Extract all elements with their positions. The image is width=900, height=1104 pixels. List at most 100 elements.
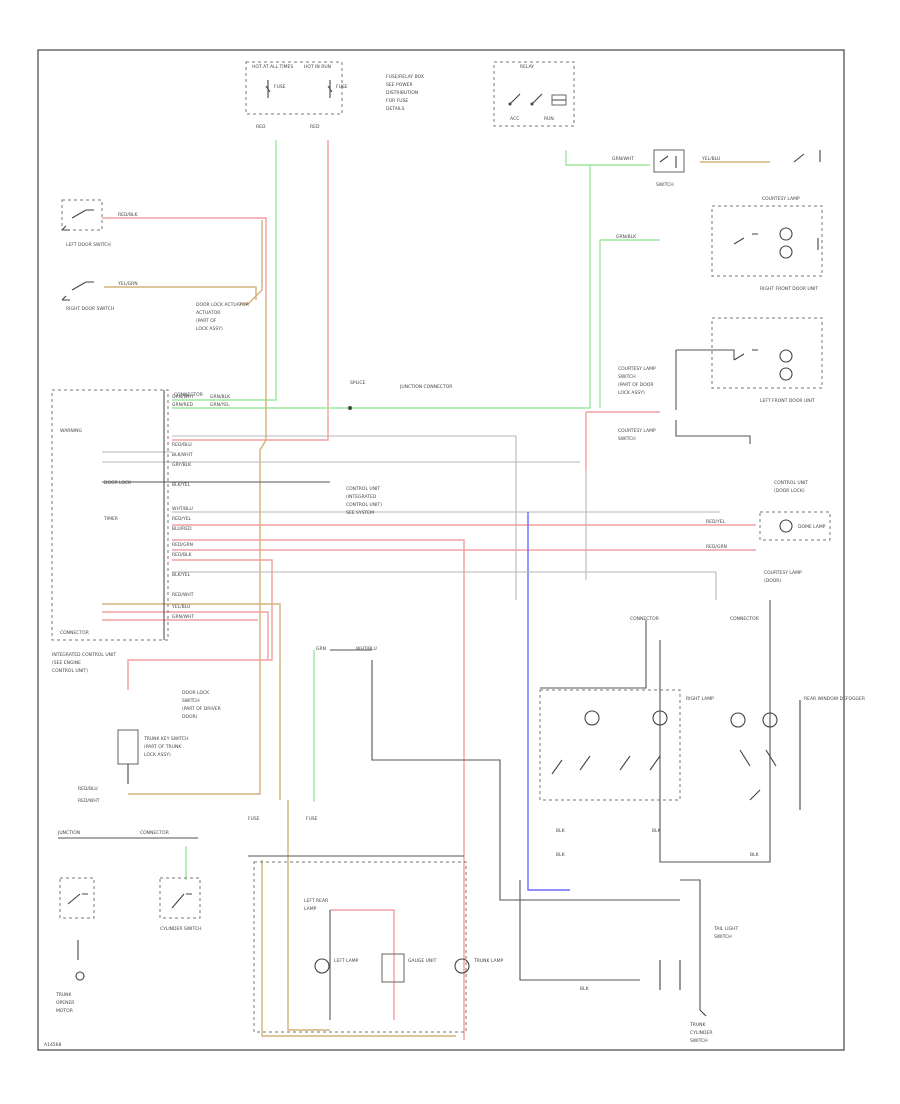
trunk-lamp-label: TRUNK LAMP: [473, 958, 503, 964]
svg-text:RED/GRN: RED/GRN: [172, 542, 193, 548]
svg-text:SWITCH: SWITCH: [656, 182, 674, 188]
svg-text:BLK/YEL: BLK/YEL: [172, 482, 191, 488]
cylinder-switch-label: CYLINDER SWITCH: [160, 926, 202, 932]
ground-and-dome: CONTROL UNIT (DOOR LOCK) DOME LAMP COURT…: [759, 480, 831, 584]
svg-text:LOCK ASSY): LOCK ASSY): [196, 326, 223, 332]
svg-text:(INTEGRATED: (INTEGRATED: [346, 494, 377, 500]
svg-text:BLK: BLK: [556, 828, 566, 834]
lamp-group: FUSE FUSE LEFT LAMP GAUGE UNIT TRUNK LAM…: [248, 816, 503, 1033]
svg-text:CYLINDER: CYLINDER: [690, 1030, 712, 1036]
rear-window-defogger-label: REAR WINDOW DEFOGGER: [804, 696, 865, 702]
control-unit-center: CONTROL UNIT (INTEGRATED CONTROL UNIT) S…: [346, 486, 382, 516]
door-lock-actuator-label: DOOR LOCK ACTUATOR: [196, 302, 249, 308]
svg-text:YEL/BLU: YEL/BLU: [171, 604, 190, 610]
integrated-control-unit: CONNECTOR WARNING DOOR LOCK TIMER CONNEC…: [51, 389, 203, 674]
svg-text:SEE SYSTEM: SEE SYSTEM: [346, 510, 374, 516]
svg-text:BLU/RED: BLU/RED: [172, 526, 192, 532]
gauge-unit-label: GAUGE UNIT: [408, 958, 437, 964]
svg-text:(PART OF: (PART OF: [196, 318, 217, 324]
svg-text:ACC: ACC: [510, 116, 519, 122]
svg-text:WHT/BLU: WHT/BLU: [172, 506, 193, 512]
svg-text:SWITCH: SWITCH: [690, 1038, 708, 1044]
relay-top: RELAY ACC RUN: [493, 61, 575, 127]
svg-text:RED/GRN: RED/GRN: [706, 544, 727, 550]
svg-text:CONNECTOR: CONNECTOR: [140, 830, 169, 836]
fuse-box-note-label: FUSE/RELAY BOX: [386, 74, 424, 80]
svg-text:(SEE ENGINE: (SEE ENGINE: [52, 660, 81, 666]
relay-top-label: RELAY: [520, 64, 534, 70]
svg-text:GRN/YEL: GRN/YEL: [210, 402, 230, 408]
svg-text:GRN/WHT: GRN/WHT: [172, 614, 194, 620]
svg-text:(PART OF TRUNK: (PART OF TRUNK: [144, 744, 182, 750]
svg-text:(DOOR LOCK): (DOOR LOCK): [774, 488, 805, 494]
svg-text:FUSE: FUSE: [336, 84, 348, 90]
svg-text:CONTROL UNIT): CONTROL UNIT): [346, 502, 382, 508]
svg-text:CONNECTOR: CONNECTOR: [630, 616, 659, 622]
courtesy-lamp: COURTESY LAMP SWITCH (PART OF DOOR LOCK …: [618, 366, 751, 444]
svg-text:BLK/YEL: BLK/YEL: [172, 572, 191, 578]
svg-text:RED: RED: [256, 124, 266, 130]
junction-connector-label: JUNCTION CONNECTOR: [399, 384, 452, 390]
svg-text:WHT/BLU: WHT/BLU: [356, 646, 377, 652]
svg-text:CONNECTOR: CONNECTOR: [730, 616, 759, 622]
svg-text:MOTOR: MOTOR: [56, 1008, 73, 1014]
svg-text:(PART OF DOOR: (PART OF DOOR: [618, 382, 653, 388]
svg-text:RUN: RUN: [544, 116, 554, 122]
svg-text:DISTRIBUTION: DISTRIBUTION: [386, 90, 418, 96]
switch-bottom-right: TAIL LIGHT SWITCH TRUNK CYLINDER SWITCH: [659, 879, 738, 1044]
right-door-switch: RIGHT DOOR SWITCH: [61, 281, 114, 312]
svg-text:ACTUATOR: ACTUATOR: [196, 310, 220, 316]
right-door-switch-label: RIGHT DOOR SWITCH: [66, 306, 114, 312]
diagram-frame: [37, 49, 845, 1051]
svg-text:SEE POWER: SEE POWER: [386, 82, 413, 88]
svg-text:CONTROL UNIT): CONTROL UNIT): [52, 668, 88, 674]
svg-text:GRN/RED: GRN/RED: [172, 402, 193, 408]
svg-text:RED/YEL: RED/YEL: [706, 519, 726, 525]
svg-text:CONNECTOR: CONNECTOR: [174, 392, 203, 398]
svg-text:DETAILS: DETAILS: [386, 106, 405, 112]
svg-text:GRN/BLK: GRN/BLK: [210, 394, 231, 400]
svg-text:LOCK ASSY): LOCK ASSY): [618, 390, 645, 396]
svg-text:RED: RED: [310, 124, 320, 130]
left-lamp-label: LEFT LAMP: [334, 958, 359, 964]
svg-text:COURTESY LAMP: COURTESY LAMP: [762, 196, 800, 202]
svg-text:GRN/WHT: GRN/WHT: [612, 156, 634, 162]
svg-text:RED/WHT: RED/WHT: [172, 592, 194, 598]
cylinder-switch: JUNCTION CONNECTOR TRUNK OPENER MOTOR CY…: [55, 830, 202, 1014]
courtesy-lamp-label: COURTESY LAMP: [618, 366, 656, 372]
svg-text:BLK: BLK: [580, 986, 590, 992]
svg-text:TAIL LIGHT: TAIL LIGHT: [713, 926, 738, 932]
svg-text:BLK/WHT: BLK/WHT: [172, 452, 193, 458]
svg-text:BLK: BLK: [750, 852, 760, 858]
left-front-door-unit: LEFT FRONT DOOR UNIT: [675, 317, 823, 410]
svg-text:LAMP: LAMP: [304, 906, 317, 912]
svg-text:FOR FUSE: FOR FUSE: [386, 98, 408, 104]
door-lock-actuator: DOOR LOCK ACTUATOR ACTUATOR (PART OF LOC…: [196, 302, 249, 332]
svg-text:SWITCH: SWITCH: [618, 436, 636, 442]
svg-text:BLK: BLK: [652, 828, 662, 834]
svg-text:RED/YEL: RED/YEL: [172, 516, 192, 522]
svg-text:SWITCH: SWITCH: [618, 374, 636, 380]
svg-text:RED/BLK: RED/BLK: [172, 552, 193, 558]
svg-text:RED/WHT: RED/WHT: [78, 798, 100, 804]
svg-text:SPLICE: SPLICE: [350, 380, 366, 386]
junction-connector: JUNCTION CONNECTOR SPLICE: [348, 380, 452, 410]
svg-text:(PART OF DRIVER: (PART OF DRIVER: [182, 706, 221, 712]
svg-text:WARNING: WARNING: [60, 428, 82, 434]
svg-text:GRN/BLK: GRN/BLK: [616, 234, 637, 240]
svg-text:CONTROL UNIT: CONTROL UNIT: [774, 480, 808, 486]
svg-text:COURTESY LAMP: COURTESY LAMP: [618, 428, 656, 434]
svg-text:(DOOR): (DOOR): [764, 578, 781, 584]
svg-text:SWITCH: SWITCH: [714, 934, 732, 940]
svg-text:YEL/BLU: YEL/BLU: [701, 156, 720, 162]
svg-text:LEFT REAR: LEFT REAR: [304, 898, 328, 904]
svg-text:YEL/GRN: YEL/GRN: [117, 281, 138, 287]
dome-lamp-label: DOME LAMP: [798, 524, 826, 530]
right-front-door-unit-label: RIGHT FRONT DOOR UNIT: [760, 286, 818, 292]
svg-text:RED/BLK: RED/BLK: [118, 212, 139, 218]
svg-text:SWITCH: SWITCH: [182, 698, 200, 704]
right-front-door-unit: COURTESY LAMP RIGHT FRONT DOOR UNIT: [711, 196, 823, 292]
footer-code: A14568: [44, 1042, 62, 1048]
